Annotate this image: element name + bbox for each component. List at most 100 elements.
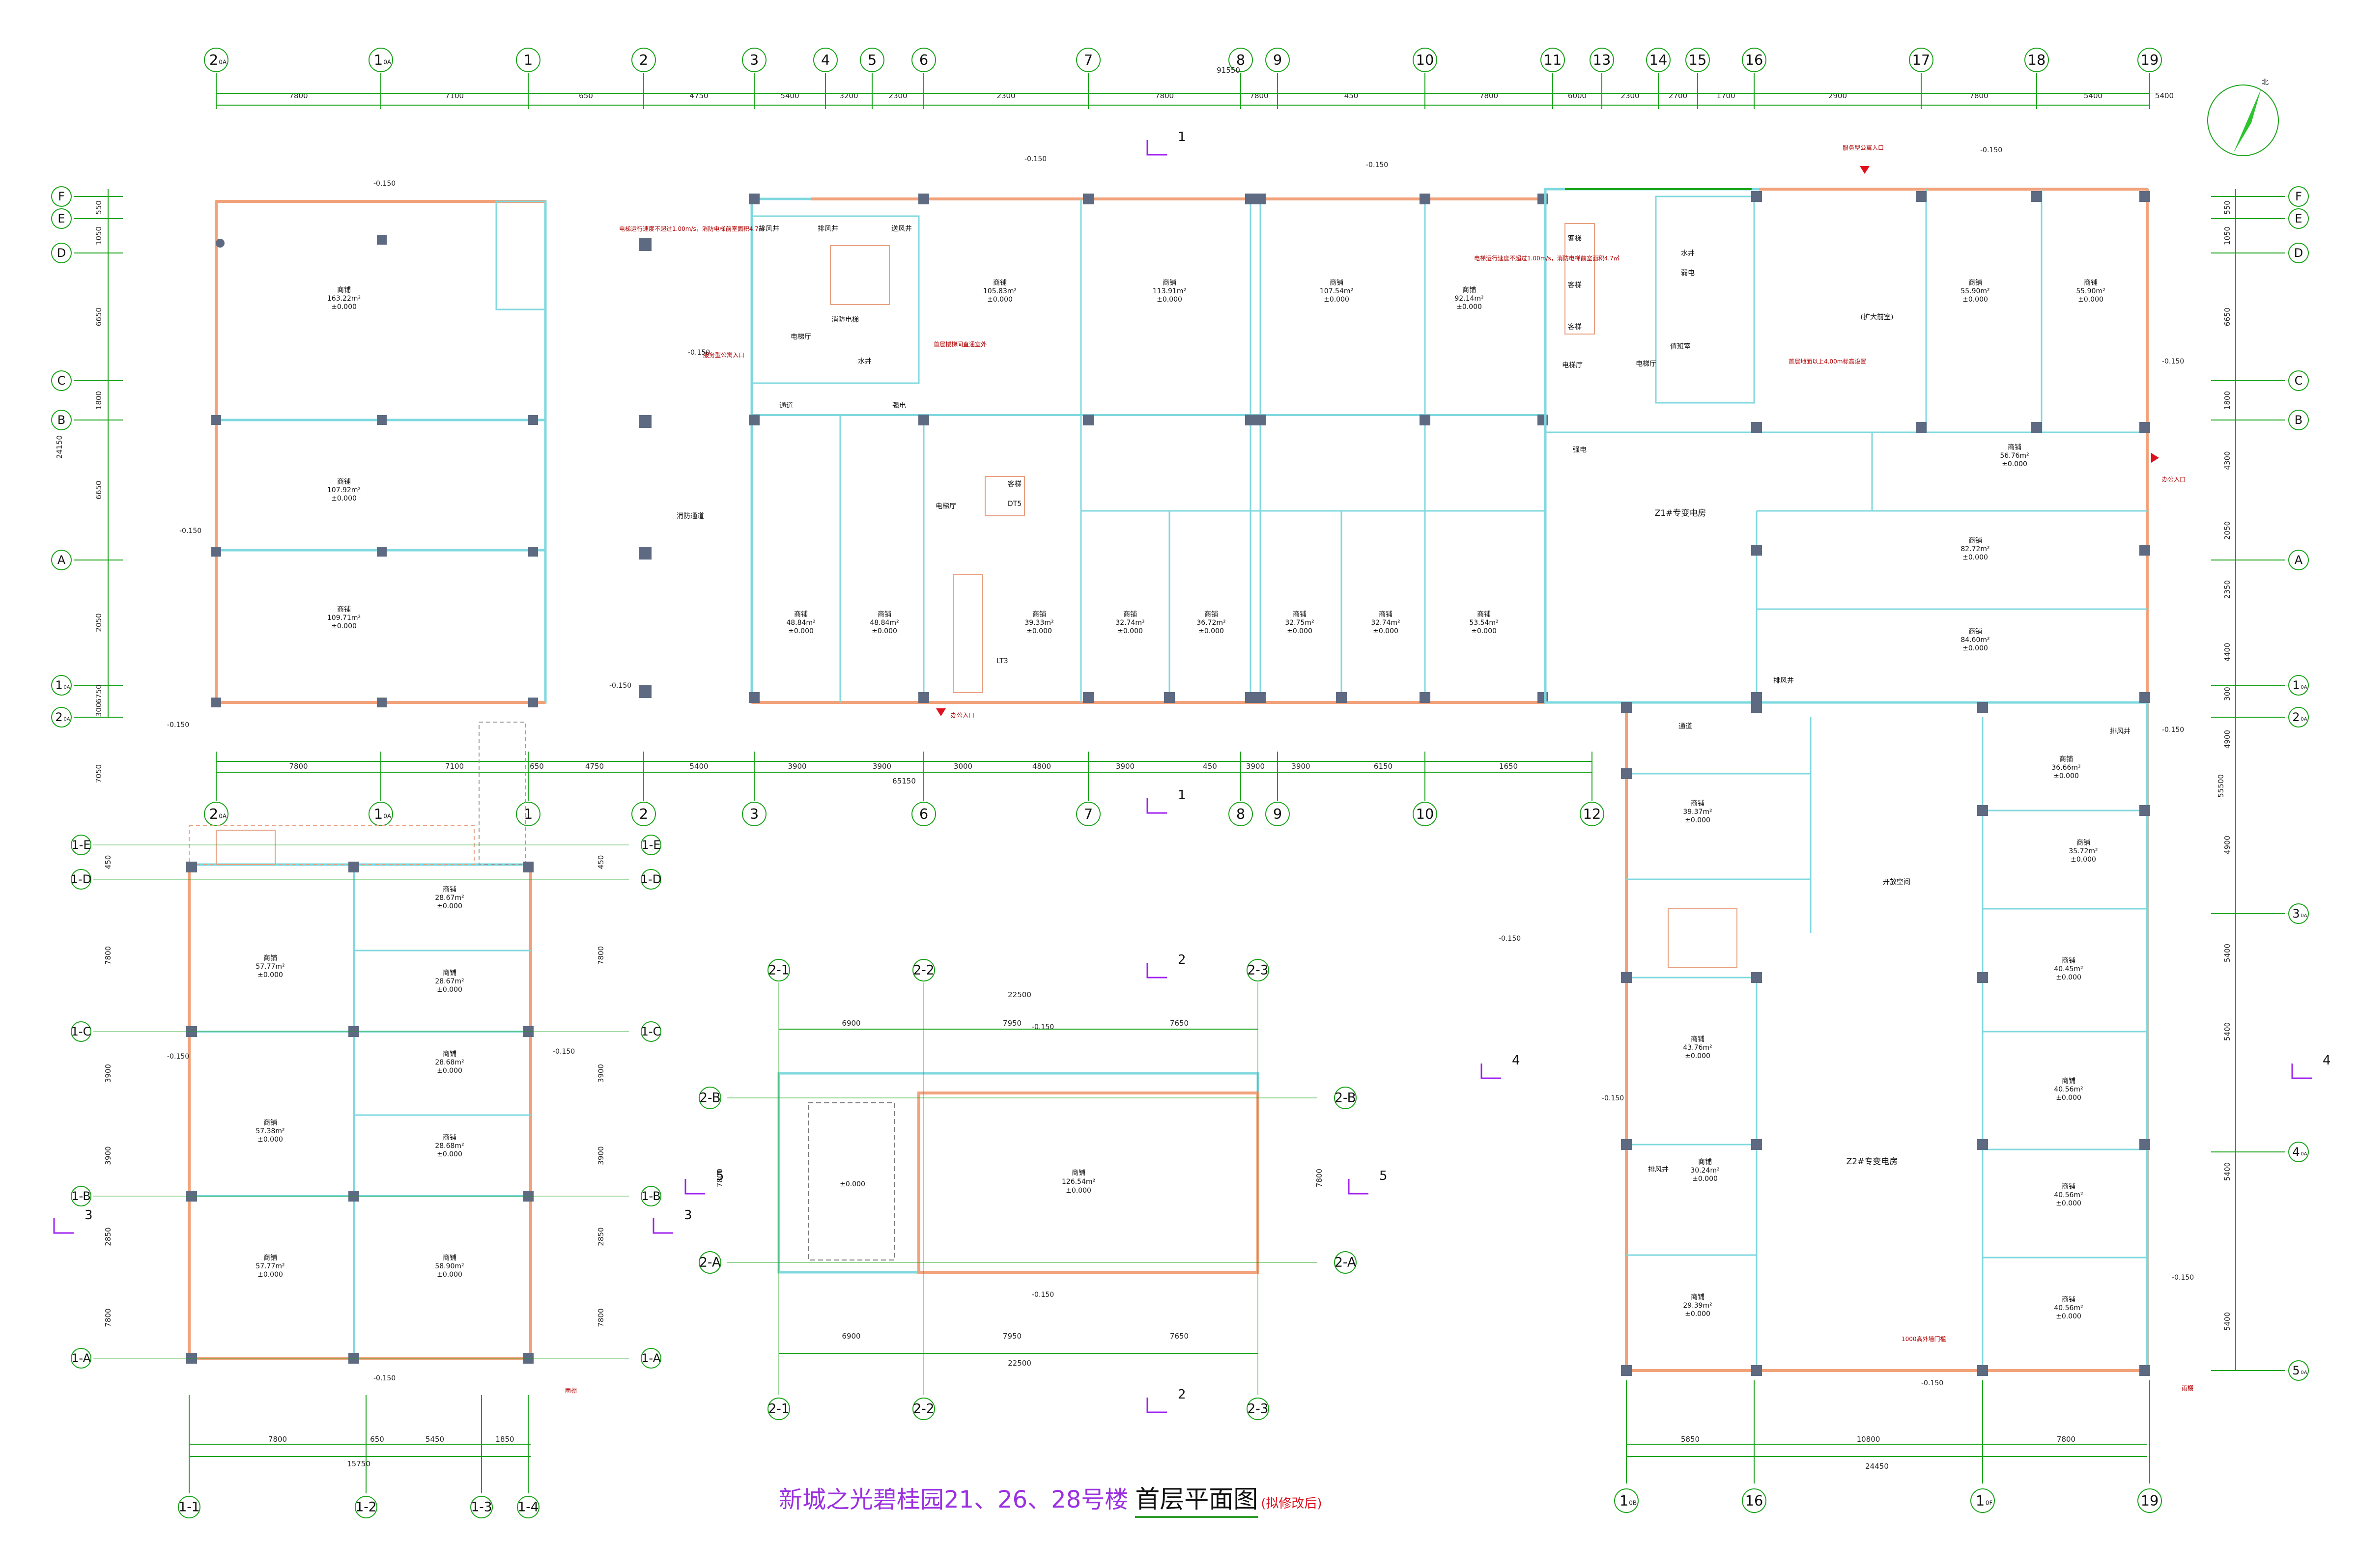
axis-sub: 0F: [1986, 1499, 1993, 1506]
column: [1336, 692, 1347, 703]
axis-label: 7: [1084, 806, 1093, 822]
room-area: 105.83m²: [983, 287, 1017, 295]
axis-label: 1: [374, 52, 383, 68]
axis-label: 2-3: [1247, 963, 1268, 978]
left-row-dim: 550: [94, 200, 103, 215]
room-lt3: LT3: [996, 657, 1008, 665]
section-number: 2: [1178, 1387, 1186, 1402]
axis-bubble-circle: [2288, 186, 2309, 207]
mid-dim: 7800: [289, 762, 308, 771]
column: [1751, 1139, 1762, 1150]
axis-sub: 0A: [2301, 685, 2307, 690]
lb-dim-right: 2850: [597, 1227, 605, 1246]
level-annotations: -0.150 -0.150 -0.150 -0.150 -0.150 -0.15…: [167, 146, 2194, 1387]
axis-sub: 0A: [383, 58, 392, 65]
room-level: ±0.000: [331, 622, 357, 630]
column: [2139, 805, 2150, 816]
room-area: 28.68m²: [435, 1142, 464, 1150]
column: [1255, 415, 1266, 425]
column: [2139, 1365, 2150, 1376]
section-mark-4: 3: [53, 1208, 93, 1234]
left-row-dim: 6650: [94, 480, 103, 499]
lb-total-dim: 15750: [347, 1459, 370, 1468]
left-row-3: C: [51, 370, 72, 391]
room-level: ±0.000: [2053, 772, 2079, 780]
axis-label: 2: [55, 710, 62, 724]
axis-bubble-circle: [641, 1186, 661, 1206]
axis-bubble-circle: [1413, 48, 1437, 72]
column: [1245, 415, 1256, 425]
axis-label: 14: [1649, 52, 1668, 68]
axis-label: 2-3: [1247, 1401, 1268, 1417]
room-area: 35.72m²: [2069, 847, 2098, 855]
right-elevators: [1564, 223, 1595, 335]
room-level: ±0.000: [1117, 627, 1143, 635]
column: [1916, 422, 1927, 433]
room-level: ±0.000: [1685, 1310, 1710, 1318]
mid-axis-4: 3: [742, 802, 767, 826]
stair-center: [830, 245, 890, 305]
right-row-4: B: [2288, 410, 2309, 430]
room-smoke-shaft: 排风井: [818, 225, 838, 233]
top-axis-19: 19: [2137, 48, 2162, 72]
left-row-0: F: [51, 186, 72, 207]
section-line: [1146, 963, 1167, 979]
lb-canopy-note: 雨棚: [565, 1387, 577, 1394]
room-smoke-shaft-right-2: 排风井: [2110, 728, 2131, 735]
room-area: 82.72m²: [1960, 545, 1989, 553]
right-columns: [1621, 191, 2150, 1376]
room-name: 商铺: [993, 279, 1007, 287]
room-name: 商铺: [263, 954, 277, 962]
left-row-1: E: [51, 208, 72, 229]
left-row-dim: 1050: [94, 226, 103, 245]
top-dim: 5400: [2084, 91, 2102, 100]
axis-label: 1-A: [71, 1351, 91, 1365]
right-row-dim: 300: [2223, 687, 2232, 701]
room-area: 48.84m²: [870, 619, 899, 627]
hall-axis-bottom-1: 2-2: [912, 1398, 935, 1420]
top-axis-8: 7: [1076, 48, 1101, 72]
level-lb-left: -0.150: [167, 1053, 189, 1061]
column: [1977, 972, 1988, 983]
room-area: 28.67m²: [435, 978, 464, 985]
axis-bubble-circle: [2288, 903, 2309, 924]
section-number: 1: [1178, 130, 1186, 144]
left-row-dim: 300: [94, 703, 103, 717]
column: [1245, 194, 1256, 204]
elevator-note-1: 电梯运行速度不超过1.00m/s，消防电梯前室面积4.7㎡: [619, 225, 765, 232]
axis-sub: 0A: [2301, 913, 2307, 919]
mid-dim: 5400: [689, 762, 708, 771]
column: [749, 692, 760, 703]
right-row-dim: 4400: [2223, 643, 2232, 661]
axis-bubble-circle: [1076, 802, 1101, 826]
axis-bubble-circle: [1265, 802, 1290, 826]
lb-dim-right: 450: [597, 855, 605, 869]
axis-bubble-circle: [1334, 1087, 1357, 1109]
top-dim: 650: [579, 91, 593, 100]
section-number: 3: [85, 1208, 93, 1223]
top-axis-7: 6: [911, 48, 936, 72]
axis-bubble-circle: [2288, 707, 2309, 728]
hall-row-right-0: 2-B: [1334, 1087, 1357, 1109]
axis-bubble-circle: [1247, 959, 1269, 981]
column: [211, 547, 221, 557]
room-area: 40.56m²: [2054, 1086, 2083, 1093]
level-right-4: -0.150: [1602, 1094, 1624, 1102]
room-substation-z2: Z2#专变电房: [1847, 1157, 1898, 1167]
hall-dim-top: 7950: [1003, 1019, 1022, 1028]
level-top-right: -0.150: [1366, 161, 1388, 169]
level-right-5: -0.150: [2172, 1274, 2194, 1282]
column: [211, 698, 221, 707]
left-row-2: D: [51, 243, 72, 263]
axis-label: 19: [2141, 1492, 2159, 1509]
left-row-dim: 6750: [94, 684, 103, 703]
